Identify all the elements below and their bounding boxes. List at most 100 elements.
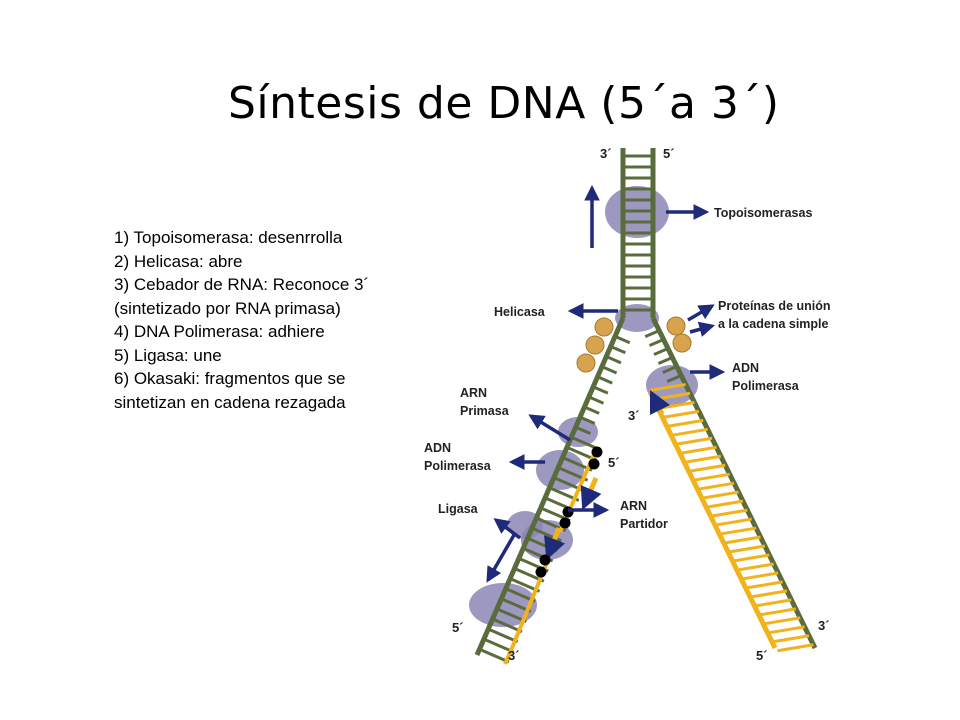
okazaki-dot: [559, 517, 571, 529]
base-pair-rung: [733, 553, 770, 563]
lagging-polymerase-blob: [536, 450, 584, 490]
leading-arm: [644, 316, 818, 653]
label-topoisomerasas: Topoisomerasas: [714, 206, 812, 220]
okazaki-dot: [588, 458, 600, 470]
base-pair-rung: [680, 445, 717, 455]
base-pair-rung: [772, 634, 810, 644]
label-adn-polimerasa-left-1: ADN: [424, 441, 451, 455]
okazaki-dot: [539, 554, 551, 566]
okazaki-arrow-2: [544, 527, 566, 561]
single-strand-base: [657, 356, 673, 365]
single-strand-base: [666, 374, 682, 383]
single-strand-base: [644, 329, 660, 338]
label-adn-polimerasa-right-1: ADN: [732, 361, 759, 375]
base-pair-rung: [675, 436, 713, 446]
base-pair-rung: [689, 463, 726, 473]
base-pair-rung: [750, 589, 788, 599]
base-pair-rung: [746, 580, 783, 590]
base-pair-rung: [702, 490, 739, 500]
base-pair-rung: [496, 607, 527, 623]
base-pair-rung: [478, 647, 510, 664]
step-helicasa: 2) Helicasa: abre: [114, 251, 243, 271]
end-bottom-right-3: 3´: [818, 618, 830, 633]
okazaki-dot: [591, 446, 603, 458]
label-ligasa: Ligasa: [438, 502, 479, 516]
okazaki-dot: [535, 566, 547, 578]
single-strand-base: [575, 425, 591, 435]
label-arn-primasa-1: ARN: [460, 386, 487, 400]
base-pair-rung: [719, 526, 757, 536]
ssb-protein: [585, 335, 605, 355]
label-arn-partidor-2: Partidor: [620, 517, 668, 531]
base-pair-rung: [711, 508, 748, 518]
lagging-arm: [474, 317, 631, 665]
label-adn-polimerasa-right-2: Polimerasa: [732, 379, 800, 393]
base-pair-rung: [741, 571, 779, 581]
end-top-left: 3´: [600, 146, 612, 161]
end-leading-3: 3´: [628, 408, 640, 423]
single-strand-base: [614, 334, 631, 345]
single-strand-base: [662, 365, 678, 374]
end-lagging-5: 5´: [608, 455, 620, 470]
end-bottom-right-5: 5´: [756, 648, 768, 663]
slide-title: Síntesis de DNA (5´a 3´): [228, 78, 780, 129]
step-okasaki: 6) Okasaki: fragmentos que se sintetizan…: [114, 369, 346, 412]
single-strand-base: [592, 385, 609, 395]
end-top-right: 5´: [663, 146, 675, 161]
parental-base-pairs: [623, 154, 653, 312]
base-pair-rung: [666, 418, 704, 428]
label-arn-primasa-2: Primasa: [460, 404, 510, 418]
ssb-protein: [666, 316, 686, 336]
base-pair-rung: [715, 517, 752, 527]
okazaki-arrow-1: [580, 477, 602, 511]
base-pair-rung: [492, 617, 523, 634]
leading-base-pairs: [644, 329, 814, 653]
ssb-arrow-lower: [689, 321, 716, 337]
lagging-template-strand: [474, 317, 626, 656]
leading-new-strand: [647, 390, 778, 650]
step-ligasa: 5) Ligasa: une: [114, 345, 222, 365]
end-bottom-left-3: 3´: [508, 648, 520, 663]
label-helicasa: Helicasa: [494, 305, 546, 319]
label-arn-partidor-1: ARN: [620, 499, 647, 513]
base-pair-rung: [483, 637, 514, 654]
single-strand-base: [605, 355, 622, 365]
label-proteinas-line1: Proteínas de unión: [718, 299, 831, 313]
lagging-new-strand-tail: [503, 647, 514, 665]
lagging-single-strand-bases: [575, 334, 631, 435]
base-pair-rung: [487, 627, 519, 644]
single-strand-base: [648, 338, 665, 347]
base-pair-rung: [768, 625, 805, 635]
ssb-protein: [576, 353, 596, 373]
label-proteinas-line2: a la cadena simple: [718, 317, 829, 331]
step-topoisomerasa: 1) Topoisomerasa: desenrrolla: [114, 228, 343, 247]
base-pair-rung: [737, 562, 774, 572]
base-pair-rung: [706, 499, 744, 509]
base-pair-rung: [763, 616, 801, 626]
base-pair-rung: [671, 427, 708, 437]
single-strand-base: [583, 405, 600, 415]
step-dna-polimerasa: 4) DNA Polimerasa: adhiere: [114, 322, 325, 341]
single-strand-base: [579, 415, 596, 425]
step-cebador: 3) Cebador de RNA: Reconoce 3´ (sintetiz…: [114, 275, 370, 318]
base-pair-rung: [728, 544, 766, 554]
label-adn-polimerasa-left-2: Polimerasa: [424, 459, 492, 473]
base-pair-rung: [649, 382, 686, 392]
single-strand-base: [596, 375, 613, 385]
pointer-arrows: [486, 184, 726, 583]
single-strand-base: [610, 345, 626, 355]
ssb-protein: [594, 317, 614, 337]
single-strand-base: [653, 347, 669, 356]
base-pair-rung: [684, 454, 722, 464]
base-pair-rung: [759, 607, 797, 617]
ssb-protein: [672, 333, 692, 353]
base-pair-rung: [662, 409, 700, 419]
okazaki-dot: [562, 506, 574, 518]
leading-synthesis-arrow: [649, 389, 671, 416]
single-strand-base: [588, 395, 605, 405]
base-pair-rung: [724, 535, 761, 545]
lagging-fork-arrow: [486, 534, 516, 583]
end-bottom-left-5: 5´: [452, 620, 464, 635]
ligase-arrow: [493, 518, 522, 540]
